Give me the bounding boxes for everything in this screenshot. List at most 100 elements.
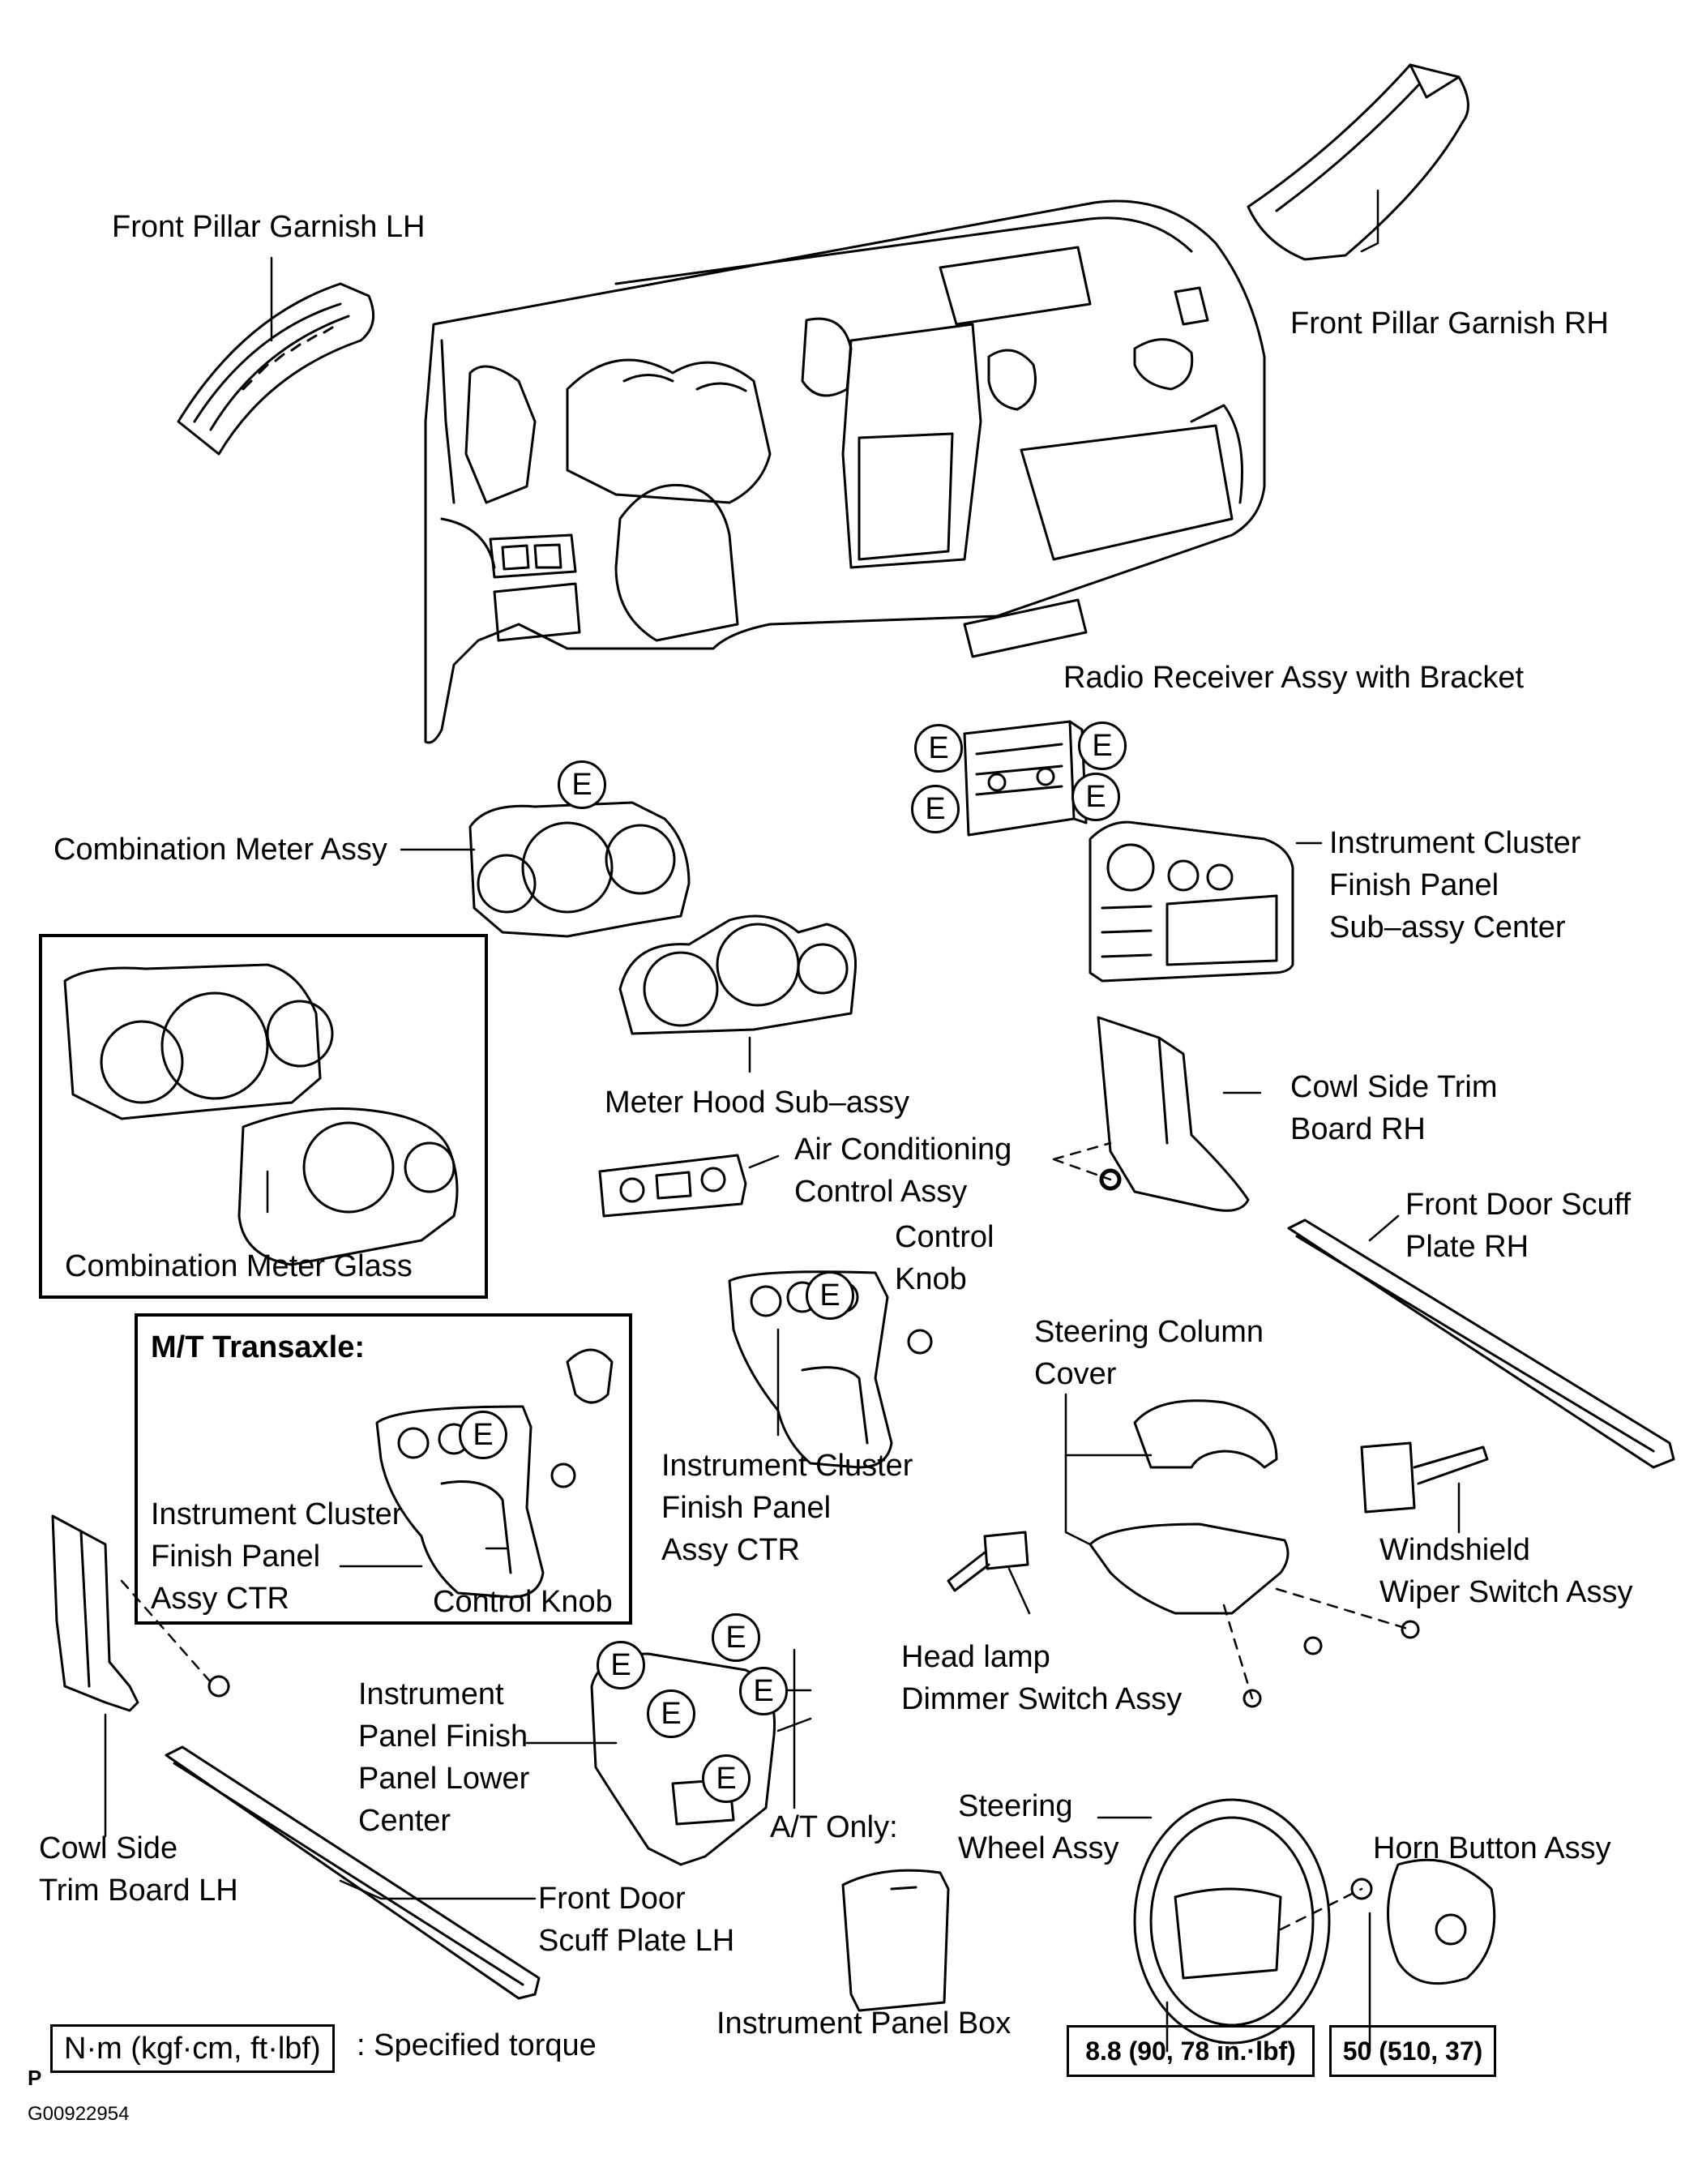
- label-combination-meter: Combination Meter Assy: [53, 829, 387, 871]
- wiper-switch-illustration: [1360, 1441, 1489, 1514]
- label-front-pillar-garnish-rh: Front Pillar Garnish RH: [1290, 302, 1609, 345]
- label-line: Instrument Panel Box: [716, 2006, 1012, 2041]
- label-line: Head lamp: [901, 1640, 1050, 1674]
- label-line: Horn Button Assy: [1373, 1831, 1611, 1865]
- label-line: Knob: [895, 1262, 967, 1296]
- cowl-side-trim-rh-illustration: [1097, 1016, 1250, 1212]
- label-line: Cowl Side: [39, 1831, 178, 1865]
- torque-steering-wheel: 8.8 (90, 78 in.·lbf): [1067, 2025, 1315, 2077]
- label-line: Scuff Plate LH: [538, 1924, 735, 1958]
- combination-meter-glass-inset-box: [39, 934, 488, 1299]
- clip-marker-e: E: [914, 724, 963, 773]
- leader-lines: [104, 189, 1461, 2053]
- figure-code: G00922954: [28, 2103, 130, 2125]
- label-line: Center: [358, 1804, 451, 1838]
- label-line: Windshield: [1379, 1533, 1530, 1567]
- label-line: Cover: [1034, 1357, 1117, 1391]
- label-line: Instrument Cluster: [151, 1497, 403, 1531]
- label-instrument-panel-box: Instrument Panel Box: [716, 2002, 1011, 2045]
- front-pillar-garnish-rh-illustration: [1247, 63, 1469, 261]
- combination-meter-illustration: [468, 801, 691, 938]
- label-line: Assy CTR: [661, 1533, 800, 1567]
- label-line: Cowl Side Trim: [1290, 1070, 1498, 1104]
- label-line: Instrument Cluster: [661, 1449, 913, 1483]
- label-horn-button: Horn Button Assy: [1373, 1827, 1611, 1869]
- clip-marker-e: E: [647, 1689, 695, 1738]
- instrument-panel-box-illustration: [841, 1869, 950, 2012]
- label-line: Control Assy: [794, 1175, 968, 1209]
- fasteners: [1101, 1170, 1420, 1900]
- clip-marker-e: E: [459, 1411, 507, 1459]
- label-line: Trim Board LH: [39, 1874, 238, 1908]
- label-line: Instrument: [358, 1677, 504, 1711]
- label-line: Steering: [958, 1789, 1073, 1823]
- label-combination-meter-glass: Combination Meter Glass: [65, 1245, 413, 1287]
- front-door-scuff-rh-illustration: [1287, 1218, 1675, 1469]
- clip-marker-e: E: [702, 1754, 751, 1803]
- label-line: Wiper Switch Assy: [1379, 1575, 1633, 1609]
- clip-marker-e: E: [739, 1667, 788, 1715]
- radio-receiver-illustration: [963, 720, 1088, 837]
- label-line: M/T Transaxle:: [151, 1330, 365, 1364]
- label-line: Air Conditioning: [794, 1133, 1012, 1167]
- front-pillar-garnish-lh-illustration: [177, 282, 375, 456]
- clip-marker-e: E: [806, 1271, 854, 1320]
- clip-marker-e: E: [1078, 722, 1127, 770]
- label-line: Combination Meter Glass: [65, 1249, 413, 1283]
- ac-control-illustration: [598, 1154, 747, 1218]
- cluster-finish-panel-center-illustration: [1089, 820, 1294, 983]
- torque-horn-button: 50 (510, 37): [1329, 2025, 1496, 2077]
- clip-marker-e: E: [1071, 773, 1120, 821]
- horn-button-illustration: [1387, 1858, 1496, 1985]
- label-line: Instrument Cluster: [1329, 826, 1581, 860]
- label-line: Combination Meter Assy: [53, 833, 387, 867]
- label-mt-transaxle: M/T Transaxle:: [151, 1326, 365, 1368]
- label-line: Assy CTR: [151, 1582, 289, 1616]
- clip-marker-e: E: [911, 785, 960, 833]
- label-line: Plate RH: [1405, 1230, 1529, 1264]
- label-line: Finish Panel: [1329, 868, 1499, 902]
- label-line: Front Door Scuff: [1405, 1188, 1632, 1222]
- mt-transaxle-inset-box: [135, 1313, 632, 1625]
- label-meter-hood: Meter Hood Sub–assy: [605, 1081, 909, 1124]
- label-control-knob-mt: Control Knob: [433, 1581, 613, 1623]
- label-at-only: A/T Only:: [770, 1806, 898, 1848]
- label-line: Board RH: [1290, 1112, 1426, 1146]
- label-line: A/T Only:: [770, 1810, 898, 1844]
- label-line: Meter Hood Sub–assy: [605, 1086, 909, 1120]
- label-front-pillar-garnish-lh: Front Pillar Garnish LH: [112, 206, 425, 248]
- instrument-panel-illustration: [424, 199, 1266, 744]
- label-line: Dimmer Switch Assy: [901, 1682, 1183, 1716]
- label-line: Control Knob: [433, 1585, 613, 1619]
- page-mark: P: [28, 2066, 42, 2090]
- label-radio-receiver: Radio Receiver Assy with Bracket: [1063, 657, 1524, 699]
- mt-transaxle-illustration: [375, 1348, 614, 1599]
- label-line: Front Pillar Garnish LH: [112, 210, 426, 244]
- clip-marker-e: E: [712, 1613, 760, 1662]
- headlamp-switch-illustration: [947, 1531, 1029, 1592]
- cowl-side-trim-lh-illustration: [51, 1514, 230, 1712]
- clip-marker-e: E: [597, 1641, 645, 1689]
- label-line: Sub–assy Center: [1329, 910, 1566, 944]
- label-line: Front Pillar Garnish RH: [1290, 306, 1609, 340]
- combination-meter-glass-illustration: [63, 963, 459, 1266]
- label-line: Panel Finish: [358, 1719, 528, 1754]
- label-line: Finish Panel: [661, 1491, 832, 1525]
- label-line: Control: [895, 1220, 994, 1254]
- front-door-scuff-lh-illustration: [165, 1745, 541, 2000]
- label-line: Finish Panel: [151, 1540, 321, 1574]
